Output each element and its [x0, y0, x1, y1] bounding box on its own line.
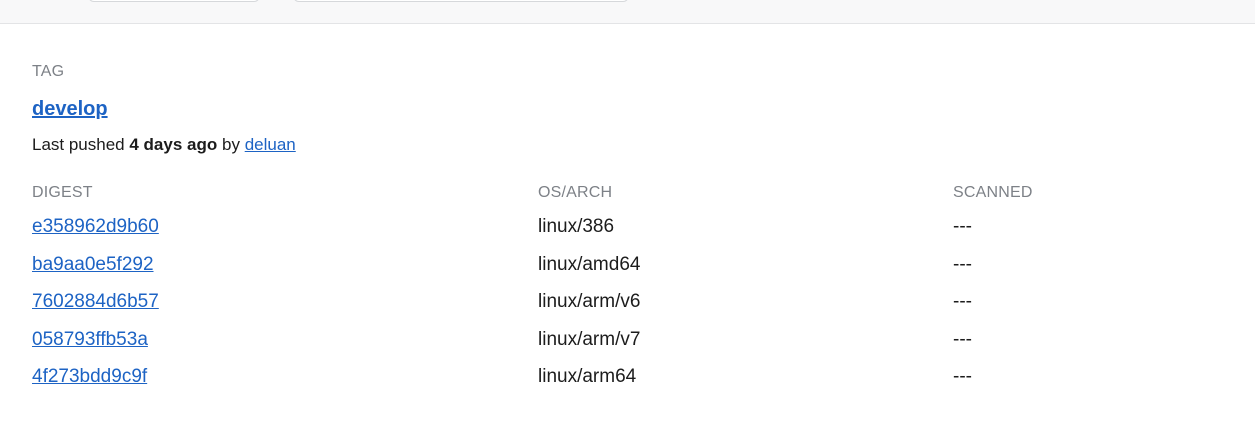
scanned-cell: ---: [953, 328, 972, 350]
header-os-arch: OS/ARCH: [538, 184, 613, 201]
table-row: 7602884d6b57 linux/arm/v6 ---: [32, 291, 1222, 329]
scanned-cell: ---: [953, 366, 972, 387]
last-pushed-info: Last pushed 4 days ago by deluan: [32, 135, 296, 155]
toolbar-control-right[interactable]: [293, 0, 629, 2]
tag-name-link[interactable]: develop: [32, 98, 108, 120]
tag-caption: TAG: [32, 63, 65, 80]
table-row: 058793ffb53a linux/arm/v7 ---: [32, 329, 1222, 367]
table-header: DIGEST OS/ARCH SCANNED: [32, 184, 1222, 204]
table-row: e358962d9b60 linux/386 ---: [32, 216, 1222, 254]
scanned-cell: ---: [953, 291, 972, 312]
table-row: ba9aa0e5f292 linux/amd64 ---: [32, 254, 1222, 292]
scanned-cell: ---: [953, 216, 972, 237]
digest-link[interactable]: ba9aa0e5f292: [32, 253, 154, 275]
os-arch-cell: linux/amd64: [538, 253, 641, 275]
header-scanned: SCANNED: [953, 184, 1033, 201]
os-arch-cell: linux/arm/v6: [538, 291, 641, 312]
digest-link[interactable]: e358962d9b60: [32, 216, 159, 237]
digest-link[interactable]: 7602884d6b57: [32, 291, 159, 312]
digest-table: DIGEST OS/ARCH SCANNED e358962d9b60 linu…: [32, 184, 1222, 387]
pushed-by-word: by: [221, 135, 240, 154]
digest-link[interactable]: 058793ffb53a: [32, 328, 148, 350]
pushed-when: 4 days ago: [129, 135, 218, 154]
table-body: e358962d9b60 linux/386 --- ba9aa0e5f292 …: [32, 216, 1222, 404]
pushed-by-user-link[interactable]: deluan: [244, 135, 296, 154]
os-arch-cell: linux/arm/v7: [538, 328, 641, 350]
pushed-prefix: Last pushed: [32, 135, 125, 154]
os-arch-cell: linux/386: [538, 216, 615, 237]
digest-link[interactable]: 4f273bdd9c9f: [32, 366, 148, 387]
header-digest: DIGEST: [32, 184, 93, 201]
toolbar-control-left[interactable]: [88, 0, 260, 2]
scanned-cell: ---: [953, 253, 972, 275]
os-arch-cell: linux/arm64: [538, 366, 637, 387]
table-row: 4f273bdd9c9f linux/arm64 ---: [32, 366, 1222, 404]
top-toolbar: [0, 0, 1255, 24]
